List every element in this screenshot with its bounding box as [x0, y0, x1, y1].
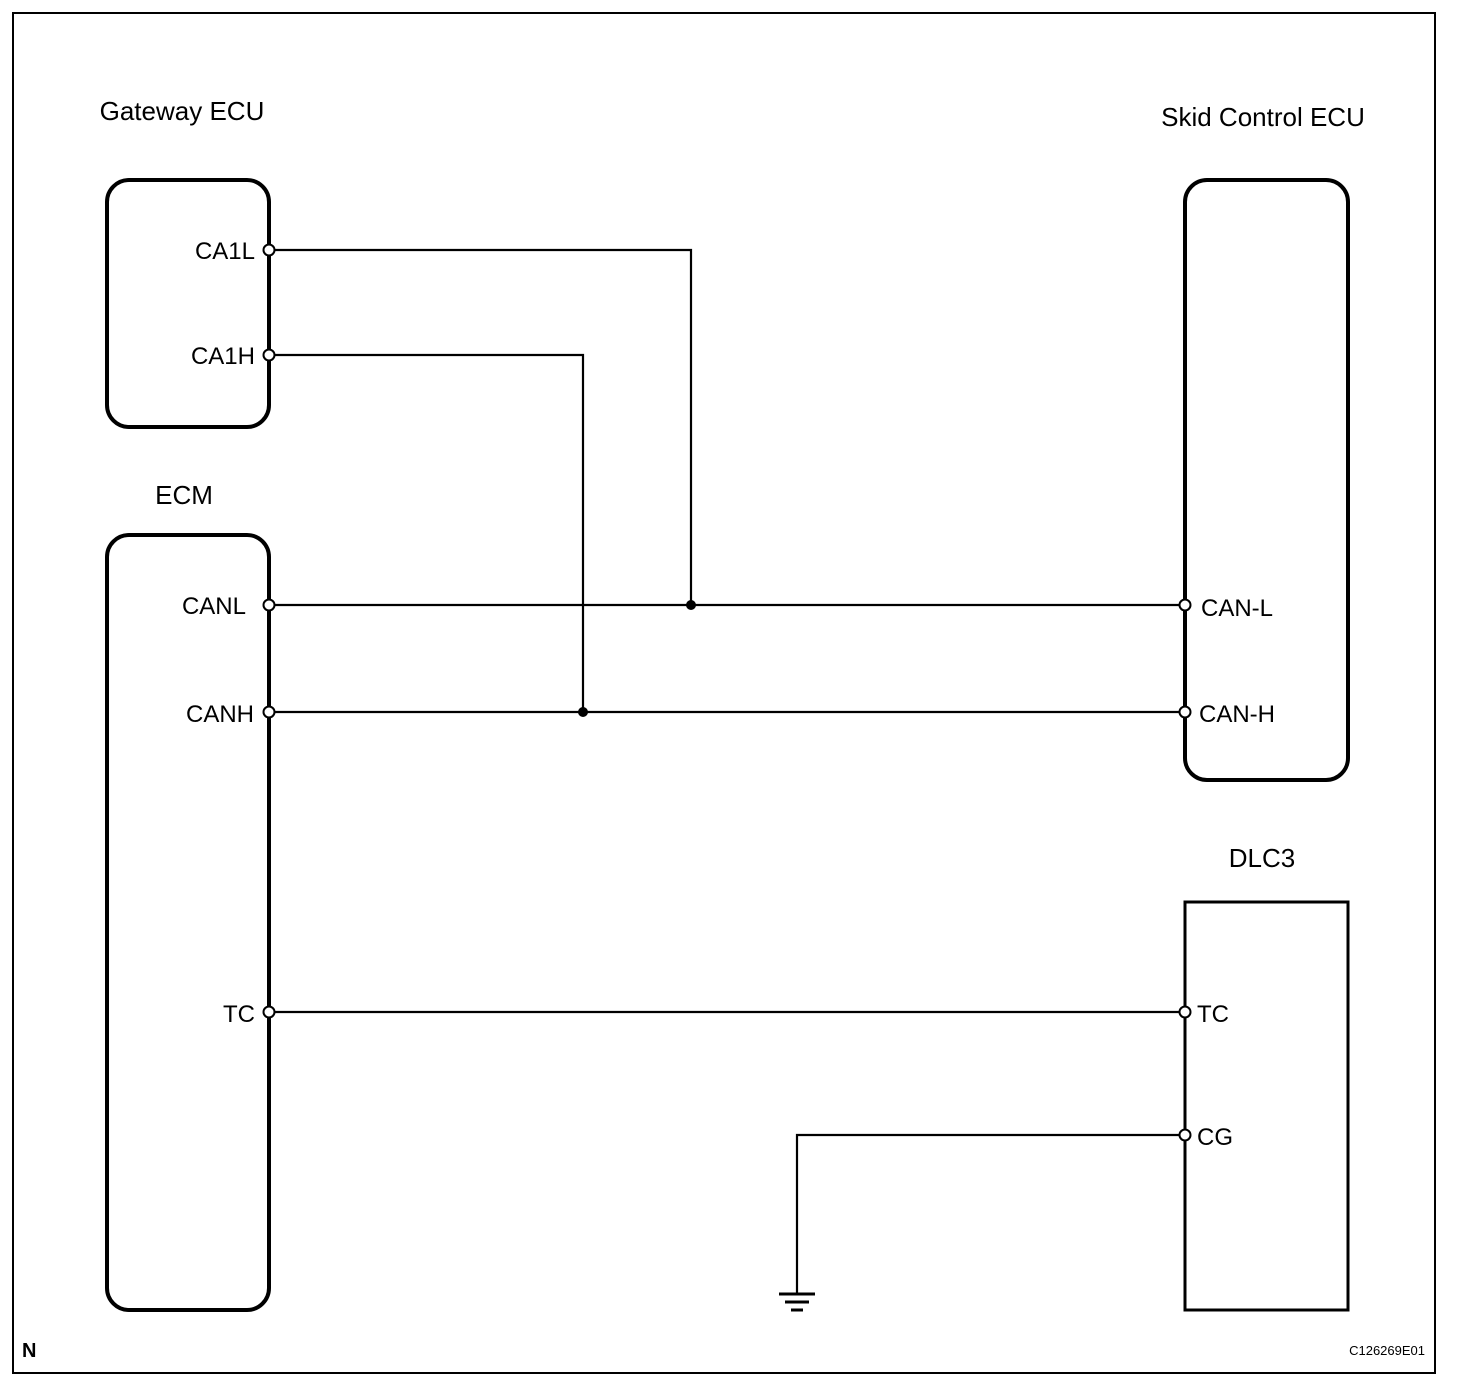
junction-dot-can-l — [686, 600, 696, 610]
terminal-ecm-canl — [262, 598, 276, 612]
figure-code: C126269E01 — [1349, 1343, 1425, 1358]
terminal-gateway-ca1l — [262, 243, 276, 257]
skid-control-ecu-box — [1183, 178, 1350, 782]
terminal-gateway-ca1h — [262, 348, 276, 362]
terminal-ecm-tc — [262, 1005, 276, 1019]
wire-cg — [795, 1133, 1180, 1294]
gateway-ecu-box — [105, 178, 271, 429]
gateway-ecu-title: Gateway ECU — [100, 96, 265, 126]
wire-ca1l — [274, 248, 693, 605]
pin-label-ecm-canh: CANH — [186, 701, 254, 728]
corner-mark: N — [22, 1340, 36, 1362]
terminal-dlc3-tc — [1178, 1005, 1192, 1019]
dlc3-box — [1183, 900, 1350, 1312]
ground-icon — [779, 1292, 815, 1312]
pin-label-ecm-tc: TC — [223, 1001, 255, 1028]
wire-ca1h — [274, 353, 585, 712]
ecm-box — [105, 533, 271, 1312]
pin-label-ca1h: CA1H — [191, 343, 255, 370]
terminal-dlc3-cg — [1178, 1128, 1192, 1142]
pin-label-skid-can-l: CAN-L — [1201, 595, 1273, 622]
terminal-skid-can-l — [1178, 598, 1192, 612]
pin-label-dlc3-tc: TC — [1197, 1001, 1229, 1028]
pin-label-ca1l: CA1L — [195, 238, 255, 265]
terminal-ecm-canh — [262, 705, 276, 719]
junction-dot-can-h — [578, 707, 588, 717]
diagram-frame — [12, 12, 1436, 1374]
dlc3-title: DLC3 — [1229, 843, 1295, 873]
pin-label-dlc3-cg: CG — [1197, 1124, 1233, 1151]
ecm-title: ECM — [155, 480, 213, 510]
terminal-skid-can-h — [1178, 705, 1192, 719]
pin-label-skid-can-h: CAN-H — [1199, 701, 1275, 728]
skid-control-ecu-title: Skid Control ECU — [1161, 102, 1365, 132]
pin-label-ecm-canl: CANL — [182, 593, 246, 620]
